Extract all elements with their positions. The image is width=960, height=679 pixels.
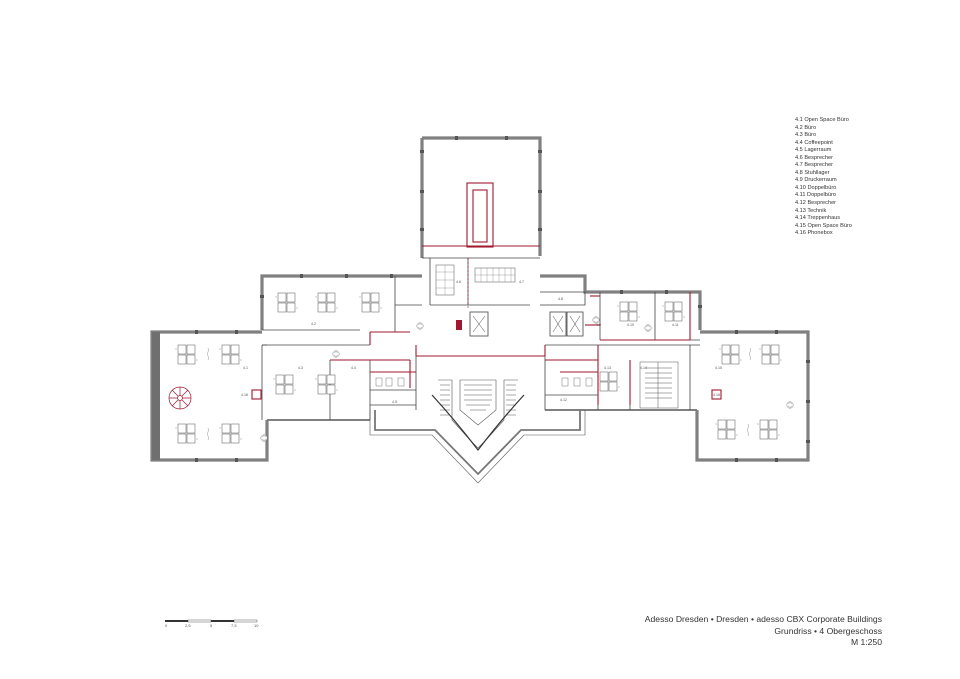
room-label-4-7: 4.7 <box>519 280 524 284</box>
central-stair <box>369 379 586 484</box>
room-label-4-12: 4.12 <box>560 398 567 402</box>
legend-item: 4.13 Technik <box>795 207 827 214</box>
room-label-4-16-right: 4.16 <box>713 393 720 397</box>
drawing-title: Grundriss • 4 Obergeschoss <box>774 625 882 636</box>
room-label-4-16-left: 4.16 <box>241 393 248 397</box>
room-legend: 4.1 Open Space Büro 4.2 Büro 4.3 Büro 4.… <box>795 117 852 238</box>
legend-item: 4.15 Open Space Büro <box>795 222 852 229</box>
spiral-stair <box>168 386 192 410</box>
legend-item: 4.12 Besprecher <box>795 200 837 207</box>
room-label-4-15: 4.15 <box>715 366 722 370</box>
legend-item: 4.9 Druckerraum <box>795 177 837 184</box>
window-marks <box>195 136 810 462</box>
legend-item: 4.8 Stuhllager <box>795 169 830 176</box>
legend-item: 4.5 Lagerraum <box>795 147 832 154</box>
title-block: Adesso Dresden • Dresden • adesso CBX Co… <box>645 614 882 649</box>
room-label-4-3: 4.3 <box>298 366 303 370</box>
room-labels: 4.1 4.2 4.3 4.4 4.5 4.6 4.7 4.8 4.9 4.10… <box>241 280 722 404</box>
room-label-4-4: 4.4 <box>351 366 356 370</box>
room-label-4-1: 4.1 <box>243 366 248 370</box>
legend-item: 4.11 Doppelbüro <box>795 192 836 199</box>
furniture <box>174 264 794 444</box>
room-label-4-9: 4.9 <box>596 323 601 327</box>
scale-bar: 0 2,5 5 7,5 10 <box>165 619 259 628</box>
legend-item: 4.16 Phonebox <box>795 230 833 237</box>
legend-item: 4.14 Treppenhaus <box>795 215 841 222</box>
outer-walls <box>150 136 810 462</box>
room-label-4-11: 4.11 <box>672 323 679 327</box>
project-title: Adesso Dresden • Dresden • adesso CBX Co… <box>644 614 882 624</box>
legend-item: 4.2 Büro <box>795 124 817 131</box>
west-facade <box>152 332 160 460</box>
legend-item: 4.7 Besprecher <box>795 162 833 169</box>
legend-item: 4.6 Besprecher <box>795 154 833 161</box>
room-label-4-2: 4.2 <box>311 322 316 326</box>
room-label-4-6: 4.6 <box>456 280 461 284</box>
new-walls <box>251 182 722 405</box>
scale-label-10: 10 <box>254 623 259 628</box>
elevators <box>472 315 581 333</box>
interior-walls <box>261 257 700 420</box>
legend-item: 4.10 Doppelbüro <box>795 184 837 191</box>
stair-4-14 <box>639 361 679 409</box>
room-label-4-14: 4.14 <box>640 366 647 370</box>
scale-label-0: 0 <box>165 623 168 628</box>
red-column <box>456 320 462 330</box>
scale-label-2-5: 2,5 <box>185 623 191 628</box>
scale-label-7-5: 7,5 <box>231 623 237 628</box>
room-label-4-5: 4.5 <box>392 400 397 404</box>
room-label-4-13: 4.13 <box>604 366 611 370</box>
room-label-4-8: 4.8 <box>558 297 563 301</box>
legend-item: 4.4 Coffeepoint <box>795 139 833 146</box>
scale-label-5: 5 <box>210 623 213 628</box>
legend-item: 4.3 Büro <box>795 132 817 139</box>
drawing-scale: M 1:250 <box>850 637 882 647</box>
legend-item: 4.1 Open Space Büro <box>795 117 849 123</box>
room-label-4-10: 4.10 <box>627 323 634 327</box>
